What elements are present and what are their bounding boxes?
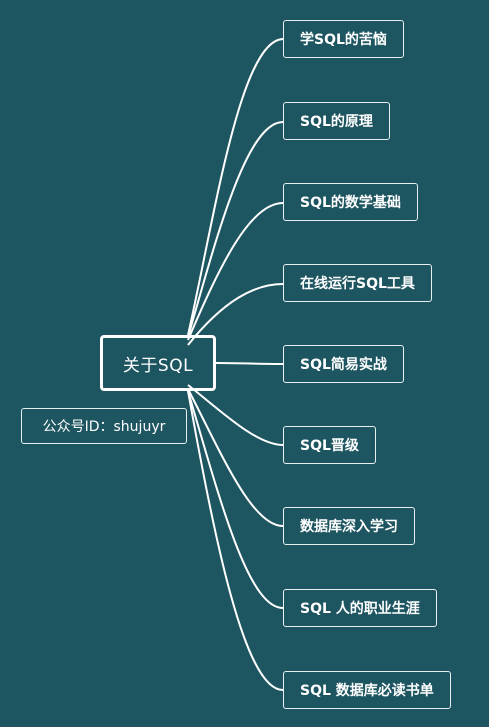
connector-topic-5 [215, 362, 284, 365]
root-node[interactable]: 关于SQL [100, 335, 216, 391]
topic-node-4[interactable]: 在线运行SQL工具 [283, 264, 432, 302]
connector-topic-4 [187, 283, 284, 346]
topic-node-2[interactable]: SQL的原理 [283, 102, 390, 140]
topic-node-7[interactable]: 数据库深入学习 [283, 507, 415, 545]
topic-node-5[interactable]: SQL简易实战 [283, 345, 404, 383]
connector-topic-9 [187, 390, 284, 691]
connector-topic-7 [187, 388, 284, 527]
topic-node-8[interactable]: SQL 人的职业生涯 [283, 589, 437, 627]
connector-topic-2 [187, 121, 284, 338]
connector-topic-1 [187, 38, 284, 336]
wechat-id-node[interactable]: 公众号ID：shujuyr [21, 408, 187, 444]
topic-node-9[interactable]: SQL 数据库必读书单 [283, 671, 451, 709]
topic-node-6[interactable]: SQL晋级 [283, 426, 376, 464]
topic-node-1[interactable]: 学SQL的苦恼 [283, 20, 404, 58]
connector-topic-8 [187, 390, 284, 609]
connector-topic-6 [187, 384, 284, 446]
topic-node-3[interactable]: SQL的数学基础 [283, 183, 418, 221]
connector-topic-3 [187, 202, 284, 341]
